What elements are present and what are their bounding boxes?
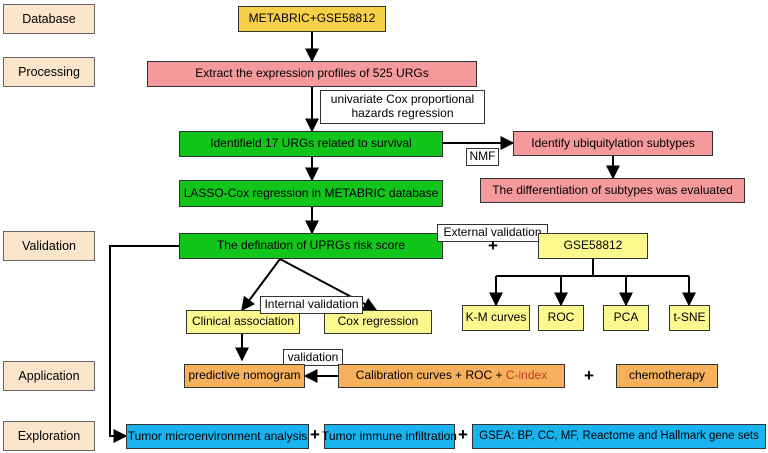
node-tsne: t-SNE	[669, 305, 710, 331]
plus-sign: +	[310, 425, 320, 444]
node-risk-score: The defination of UPRGs risk score	[179, 233, 443, 259]
note-external-validation: External validation	[437, 224, 548, 242]
plus-sign: +	[488, 236, 498, 255]
node-clinical: Clinical association	[186, 310, 300, 334]
node-lasso: LASSO-Cox regression in METABRIC databas…	[179, 180, 443, 207]
cindex-label: C-index	[505, 368, 548, 383]
stage-application: Application	[3, 361, 95, 391]
node-subtype-eval: The differentiation of subtypes was eval…	[480, 178, 745, 203]
node-subtypes: Identify ubiquitylation subtypes	[513, 131, 713, 156]
note-internal-validation: Internal validation	[260, 296, 363, 314]
stage-validation: Validation	[3, 231, 95, 261]
stage-exploration: Exploration	[3, 421, 95, 451]
node-source: METABRIC+GSE58812	[238, 6, 386, 32]
plus-sign: +	[458, 425, 468, 444]
note-nmf: NMF	[466, 148, 499, 166]
stage-database: Database	[3, 4, 95, 34]
node-nomogram: predictive nomogram	[184, 364, 305, 388]
node-chemotherapy: chemotherapy	[616, 364, 718, 388]
node-cox-regression: Cox regression	[324, 310, 432, 334]
node-km-curves: K-M curves	[462, 305, 530, 331]
node-gsea: GSEA: BP, CC, MF, Reactome and Hallmark …	[472, 424, 766, 449]
node-immune: Tumor immune infiltration	[322, 424, 457, 449]
arrow-risk-exploration	[109, 245, 179, 443]
note-validation: validation	[283, 349, 343, 366]
arrow-risk-clinical	[241, 258, 281, 312]
note-univariate-cox: univariate Cox proportional hazards regr…	[320, 90, 485, 124]
node-pca: PCA	[603, 305, 649, 331]
node-roc: ROC	[538, 305, 584, 331]
node-calibration: Calibration curves + ROC + C-index	[338, 364, 565, 388]
stage-processing: Processing	[3, 57, 95, 87]
node-identified: Identifield 17 URGs related to survival	[179, 131, 443, 157]
plus-sign: +	[584, 366, 594, 385]
node-extract: Extract the expression profiles of 525 U…	[147, 61, 477, 87]
node-gse: GSE58812	[538, 233, 648, 259]
node-tme: Tumor microenvironment analysis	[126, 424, 309, 449]
calibration-label: Calibration curves + ROC +	[355, 368, 506, 383]
